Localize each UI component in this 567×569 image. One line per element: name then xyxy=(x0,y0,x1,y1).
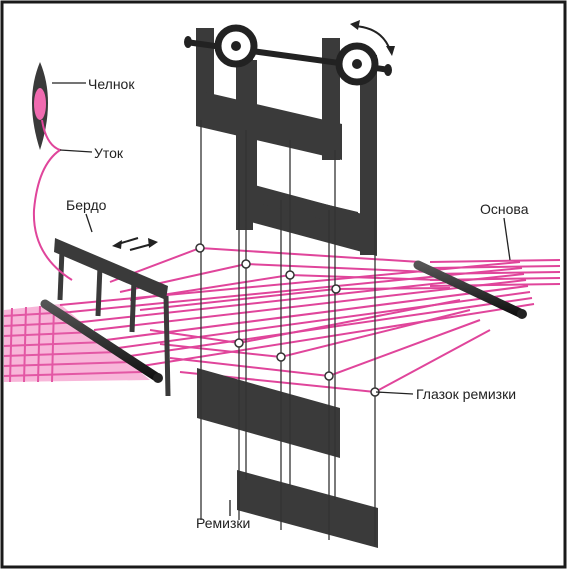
leader-lines xyxy=(52,82,511,516)
label-heddles: Ремизки xyxy=(196,515,250,531)
warp-beam-end xyxy=(517,309,527,319)
heddle-eyes xyxy=(195,243,380,397)
cloth-beam-end xyxy=(153,373,163,383)
cloth-beam xyxy=(40,299,163,383)
curved-double-arrow-icon xyxy=(350,20,395,56)
warp-beam xyxy=(413,260,527,319)
weft-thread xyxy=(32,119,73,281)
label-reed: Бердо xyxy=(66,197,107,213)
label-warp: Основа xyxy=(480,201,529,217)
reed xyxy=(54,238,171,397)
heddle-frame-front xyxy=(196,28,358,458)
label-shuttle: Челнок xyxy=(88,76,135,92)
pulley-assembly xyxy=(184,24,392,86)
horizontal-double-arrow-icon xyxy=(112,237,158,251)
label-weft: Уток xyxy=(94,145,124,161)
label-heddle-eye: Глазок ремизки xyxy=(416,386,516,402)
woven-cloth xyxy=(3,304,150,383)
